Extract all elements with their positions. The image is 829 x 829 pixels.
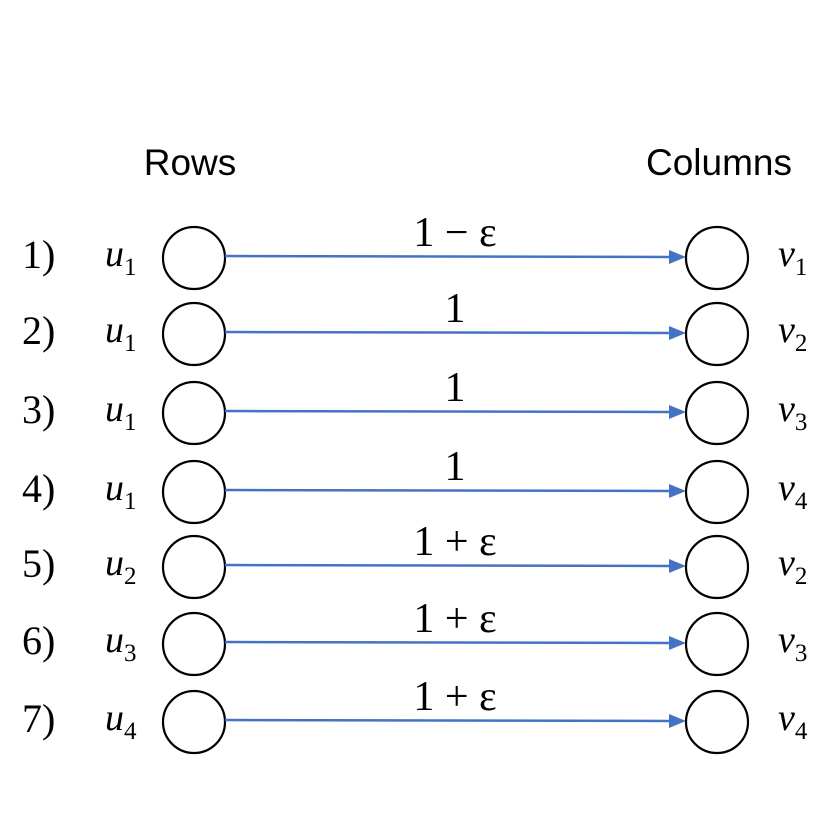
column-vertex-node [684, 689, 750, 755]
row-index: 3) [22, 387, 55, 432]
row-index: 6) [22, 618, 55, 663]
arrow-head [669, 405, 686, 419]
edge-line [224, 563, 673, 568]
left-vertex-label: u1 [105, 233, 137, 281]
column-vertex-node [684, 380, 750, 446]
left-vertex-label-base: u [105, 309, 124, 351]
column-vertex-node [684, 301, 750, 367]
edge-line [224, 488, 673, 493]
edge-weight-label: 1 [445, 365, 466, 411]
arrow-head [669, 559, 686, 573]
edge-weight-label: 1 + ε [413, 674, 496, 720]
left-vertex-label-subscript: 4 [124, 718, 137, 745]
right-vertex-label-base: v [778, 619, 795, 661]
left-vertex-label: u1 [105, 467, 137, 515]
row-index: 7) [22, 696, 55, 741]
left-vertex-label-subscript: 3 [124, 640, 137, 667]
left-vertex-label: u1 [105, 388, 137, 436]
row-vertex-node [161, 459, 227, 525]
left-vertex-label: u3 [105, 619, 137, 667]
edge-line [224, 718, 673, 723]
edge-line [224, 330, 673, 335]
left-vertex-label-base: u [105, 467, 124, 509]
right-vertex-label-base: v [778, 233, 795, 275]
row-vertex-node [161, 301, 227, 367]
rows-header: Rows [144, 142, 237, 183]
edge-line [224, 409, 673, 414]
edge-weight-label: 1 − ε [413, 210, 496, 256]
right-vertex-label-base: v [778, 309, 795, 351]
right-vertex-label: v1 [778, 233, 807, 281]
columns-header: Columns [646, 142, 792, 183]
arrow-head [669, 714, 686, 728]
right-vertex-label-subscript: 3 [795, 409, 808, 436]
arrow-head [669, 250, 686, 264]
edge-weight-label: 1 + ε [413, 596, 496, 642]
left-vertex-label-base: u [105, 619, 124, 661]
row-vertex-node [161, 225, 227, 291]
left-vertex-label-subscript: 1 [124, 488, 137, 515]
right-vertex-label: v3 [778, 619, 807, 667]
edge-line [224, 254, 673, 259]
right-vertex-label-base: v [778, 542, 795, 584]
row-vertex-node [161, 534, 227, 600]
left-vertex-label-base: u [105, 697, 124, 739]
arrow-head [669, 484, 686, 498]
left-vertex-label: u1 [105, 309, 137, 357]
right-vertex-label-base: v [778, 388, 795, 430]
row-index: 5) [22, 541, 55, 586]
row-index: 1) [22, 232, 55, 277]
left-vertex-label: u2 [105, 542, 137, 590]
edge-weight-label: 1 [445, 286, 466, 332]
right-vertex-label-subscript: 3 [795, 640, 808, 667]
row-index: 2) [22, 308, 55, 353]
right-vertex-label: v4 [778, 697, 808, 745]
row-index: 4) [22, 466, 55, 511]
arrow-head [669, 636, 686, 650]
right-vertex-label-base: v [778, 467, 795, 509]
left-vertex-label-base: u [105, 542, 124, 584]
right-vertex-label-subscript: 1 [795, 254, 808, 281]
right-vertex-label-base: v [778, 697, 795, 739]
column-vertex-node [684, 611, 750, 677]
edge-weight-label: 1 + ε [413, 519, 496, 565]
arrow-head [669, 326, 686, 340]
right-vertex-label-subscript: 2 [795, 330, 808, 357]
right-vertex-label-subscript: 4 [795, 488, 808, 515]
right-vertex-label: v4 [778, 467, 808, 515]
column-vertex-node [684, 459, 750, 525]
edge-weight-label: 1 [445, 444, 466, 490]
right-vertex-label: v2 [778, 309, 807, 357]
left-vertex-label: u4 [105, 697, 137, 745]
column-vertex-node [684, 534, 750, 600]
left-vertex-label-base: u [105, 233, 124, 275]
column-vertex-node [684, 225, 750, 291]
row-vertex-node [161, 611, 227, 677]
row-vertex-node [161, 689, 227, 755]
left-vertex-label-subscript: 1 [124, 254, 137, 281]
left-vertex-label-subscript: 2 [124, 563, 137, 590]
right-vertex-label-subscript: 2 [795, 563, 808, 590]
left-vertex-label-base: u [105, 388, 124, 430]
right-vertex-label: v2 [778, 542, 807, 590]
left-vertex-label-subscript: 1 [124, 330, 137, 357]
edge-line [224, 640, 673, 645]
right-vertex-label-subscript: 4 [795, 718, 808, 745]
left-vertex-label-subscript: 1 [124, 409, 137, 436]
row-vertex-node [161, 380, 227, 446]
right-vertex-label: v3 [778, 388, 807, 436]
